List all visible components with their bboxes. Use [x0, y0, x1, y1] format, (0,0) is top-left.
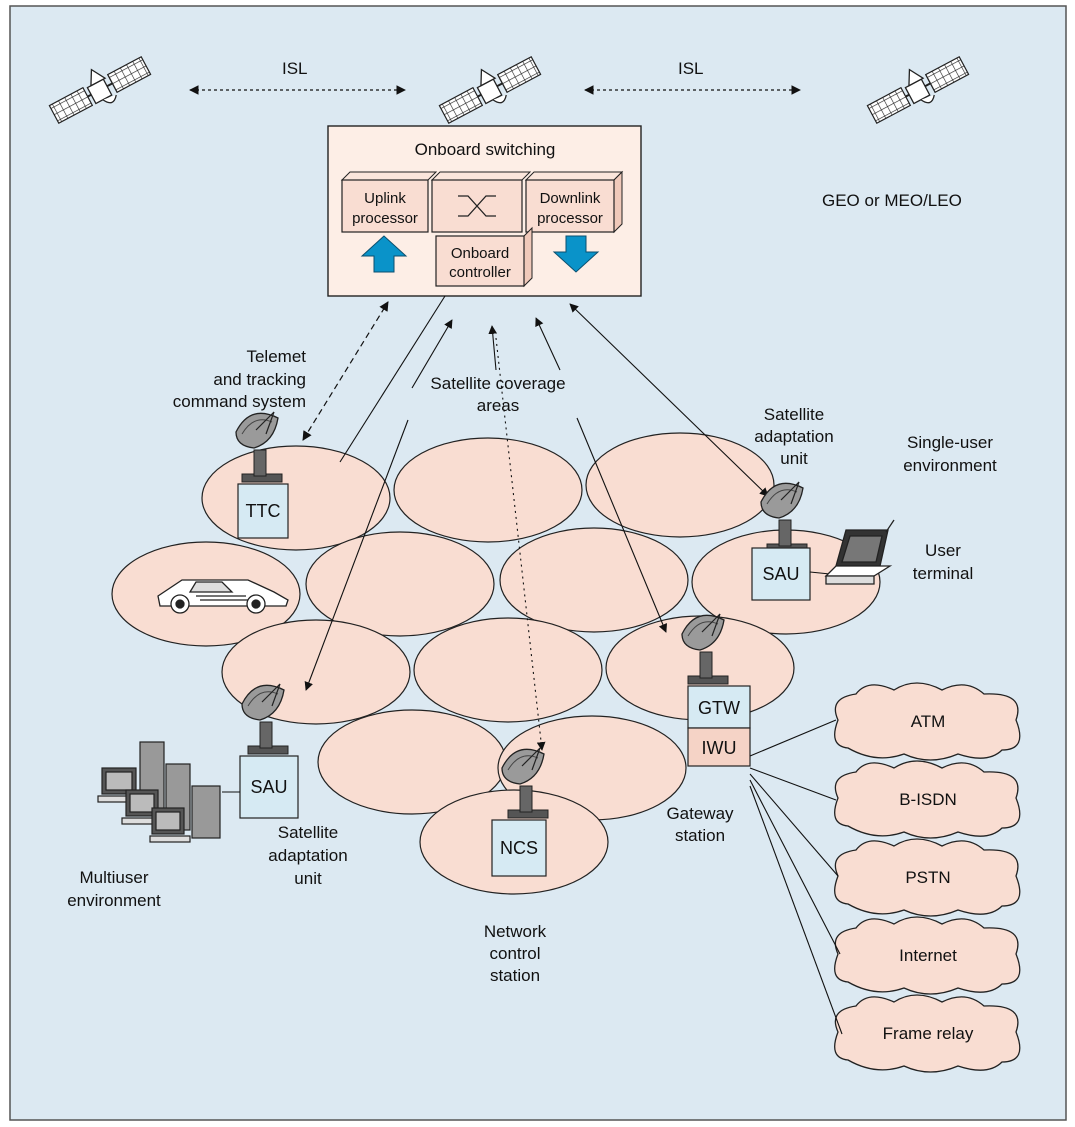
network-cloud-label: ATM [911, 712, 946, 731]
sau-left-label: SAU [250, 777, 287, 797]
gtw-label: GTW [698, 698, 740, 718]
coverage-pointer-3 [535, 317, 561, 371]
network-cloud: PSTN [834, 838, 1021, 917]
coverage-cell [201, 445, 391, 551]
sau-left-box [239, 755, 299, 819]
coverage-cell [413, 617, 603, 723]
laptop-icon [824, 519, 895, 585]
svg-text:Single-user: Single-user [907, 433, 993, 452]
switch-icon [458, 195, 496, 217]
svg-text:environment: environment [903, 456, 997, 475]
coverage-cell [499, 527, 689, 633]
sau-top-label: Satellite adaptation unit [754, 405, 833, 468]
svg-text:unit: unit [780, 449, 808, 468]
coverage-pointer-2 [488, 325, 498, 371]
gtw-box [687, 685, 751, 729]
svg-text:control: control [489, 944, 540, 963]
svg-text:Telemet: Telemet [246, 347, 306, 366]
svg-text:Satellite: Satellite [764, 405, 824, 424]
onboard-controller-block [435, 235, 525, 287]
network-cloud-label: Internet [899, 946, 957, 965]
uplink-label-line2: processor [352, 210, 418, 227]
svg-text:terminal: terminal [913, 564, 973, 583]
ttc-box [237, 483, 289, 539]
coverage-cell [393, 437, 583, 543]
svg-text:unit: unit [294, 869, 322, 888]
downlink-arrow-icon [552, 235, 600, 273]
coverage-cell [305, 531, 495, 637]
uplink-arrow-icon [360, 235, 408, 273]
single-user-label: Single-user environment [903, 433, 997, 475]
svg-text:Gateway: Gateway [666, 804, 734, 823]
svg-text:station: station [675, 826, 725, 845]
ncs-box [491, 819, 547, 877]
ncs-station-label: Network control station [484, 922, 547, 985]
gateway-station-label: Gateway station [666, 804, 734, 845]
link-to-sau-left [304, 419, 409, 691]
svg-text:Multiuser: Multiuser [80, 868, 149, 887]
svg-text:areas: areas [477, 396, 520, 415]
orbit-label: GEO or MEO/LEO [822, 191, 962, 210]
coverage-areas-label: Satellite coverage areas [430, 374, 565, 415]
svg-text:and tracking: and tracking [213, 370, 306, 389]
network-cloud: ATM [834, 682, 1021, 761]
svg-text:command system: command system [173, 392, 306, 411]
iwu-box [687, 727, 751, 767]
coverage-edge-left [339, 295, 446, 463]
computer-cluster-icon [97, 741, 221, 843]
coverage-cell [585, 432, 775, 538]
network-cloud: Internet [834, 916, 1021, 995]
svg-text:station: station [490, 966, 540, 985]
network-cloud: B-ISDN [834, 760, 1021, 839]
sau-right-box [751, 547, 811, 601]
network-cloud: Frame relay [834, 994, 1021, 1073]
isl-label-right: ISL [678, 59, 704, 78]
ncs-label: NCS [500, 838, 538, 858]
network-cloud-label: Frame relay [883, 1024, 974, 1043]
vehicle-icon [157, 579, 289, 614]
downlink-label-line2: processor [537, 210, 603, 227]
controller-label-line2: controller [449, 264, 511, 281]
svg-text:Satellite coverage: Satellite coverage [430, 374, 565, 393]
user-terminal-label: User terminal [913, 541, 973, 583]
controller-label-line1: Onboard [451, 245, 509, 262]
ttc-label: TTC [246, 501, 281, 521]
svg-text:adaptation: adaptation [754, 427, 833, 446]
uplink-processor-block [341, 179, 429, 233]
onboard-switching-title: Onboard switching [415, 140, 556, 159]
ttc-system-label: Telemet and tracking command system [173, 347, 306, 411]
network-cloud-label: PSTN [905, 868, 950, 887]
network-cloud-label: B-ISDN [899, 790, 957, 809]
svg-text:Network: Network [484, 922, 547, 941]
sau-right-label: SAU [762, 564, 799, 584]
ttc-link [302, 301, 389, 441]
svg-text:User: User [925, 541, 961, 560]
coverage-pointer-1 [411, 319, 453, 389]
downlink-label-line1: Downlink [540, 190, 601, 207]
svg-text:adaptation: adaptation [268, 846, 347, 865]
multiuser-label: Multiuser environment [67, 868, 161, 910]
uplink-label-line1: Uplink [364, 190, 406, 207]
link-to-sau-right [569, 303, 769, 497]
iwu-label: IWU [702, 738, 737, 758]
sau-bottom-label: Satellite adaptation unit [268, 823, 347, 888]
iwu-network-links [749, 719, 843, 1035]
downlink-processor-block [525, 179, 615, 233]
svg-text:Satellite: Satellite [278, 823, 338, 842]
isl-label-left: ISL [282, 59, 308, 78]
svg-text:environment: environment [67, 891, 161, 910]
